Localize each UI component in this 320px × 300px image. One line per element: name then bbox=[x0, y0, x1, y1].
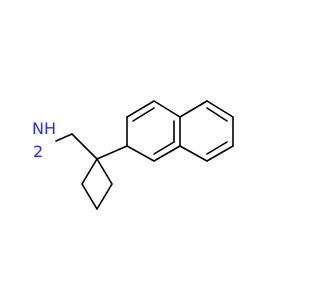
double-bond-inner bbox=[206, 141, 228, 155]
bond bbox=[153, 100, 181, 118]
bond-ch2 bbox=[71, 133, 98, 160]
double-bond-inner bbox=[132, 107, 155, 122]
bond bbox=[96, 158, 113, 185]
bond bbox=[206, 100, 234, 118]
bond bbox=[179, 100, 208, 118]
atom-label-h2: 2 bbox=[33, 142, 43, 161]
amine-label: NH 2 bbox=[32, 119, 56, 161]
bond bbox=[126, 145, 155, 162]
bond bbox=[126, 100, 155, 118]
molecule-structure: NH 2 bbox=[32, 100, 234, 210]
bond-c-n bbox=[55, 133, 73, 142]
atom-label-n: NH bbox=[32, 119, 56, 138]
bond bbox=[81, 183, 98, 210]
bond bbox=[81, 158, 98, 185]
bond-ring-link bbox=[96, 145, 128, 160]
bond bbox=[206, 145, 234, 162]
double-bond-inner bbox=[206, 107, 228, 122]
bond bbox=[179, 145, 208, 162]
double-bond-inner bbox=[153, 141, 175, 155]
bond bbox=[153, 145, 181, 162]
cyclobutane-ring bbox=[81, 158, 113, 210]
bond bbox=[96, 183, 113, 210]
naphthalene-ring bbox=[126, 100, 234, 162]
